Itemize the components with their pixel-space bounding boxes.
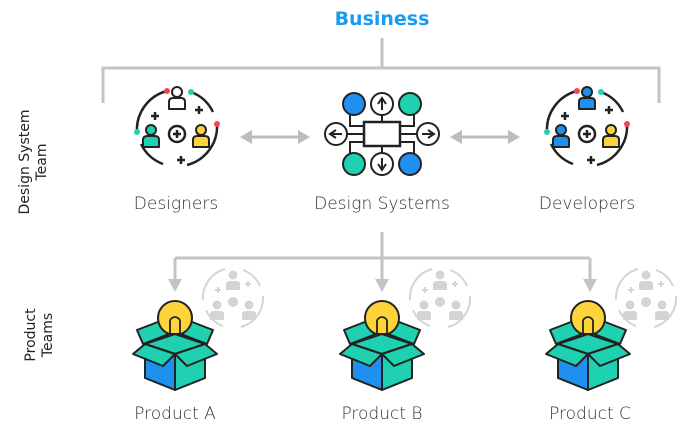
designers-label: Designers xyxy=(133,194,219,214)
team-cycle-icon xyxy=(134,86,220,167)
faded-team-icon xyxy=(616,269,676,327)
product-teams-label: Product Teams xyxy=(23,308,57,361)
double-arrow-left xyxy=(240,130,310,144)
faded-team-icon xyxy=(410,269,470,327)
label-line: Design System xyxy=(17,109,33,215)
lightbulb-box-icon xyxy=(132,300,218,391)
label-line: Teams xyxy=(40,312,56,358)
faded-team-icon xyxy=(201,268,265,328)
component-hub-icon xyxy=(324,92,440,176)
business-title: Business xyxy=(334,8,430,30)
product-b-label: Product B xyxy=(341,404,423,424)
team-cycle-icon xyxy=(544,86,630,167)
label-line: Team xyxy=(34,143,50,181)
product-a-label: Product A xyxy=(134,404,216,424)
product-distribution-lines xyxy=(168,232,597,292)
label-line: Product xyxy=(23,308,39,362)
business-bracket-line xyxy=(101,38,661,103)
design-systems-label: Design Systems xyxy=(314,194,450,214)
lightbulb-box-icon xyxy=(545,300,631,391)
product-c-label: Product C xyxy=(549,404,631,424)
design-system-team-label: Design System Team xyxy=(17,110,51,215)
double-arrow-right xyxy=(450,130,520,144)
developers-label: Developers xyxy=(538,194,636,214)
lightbulb-box-icon xyxy=(339,300,425,391)
